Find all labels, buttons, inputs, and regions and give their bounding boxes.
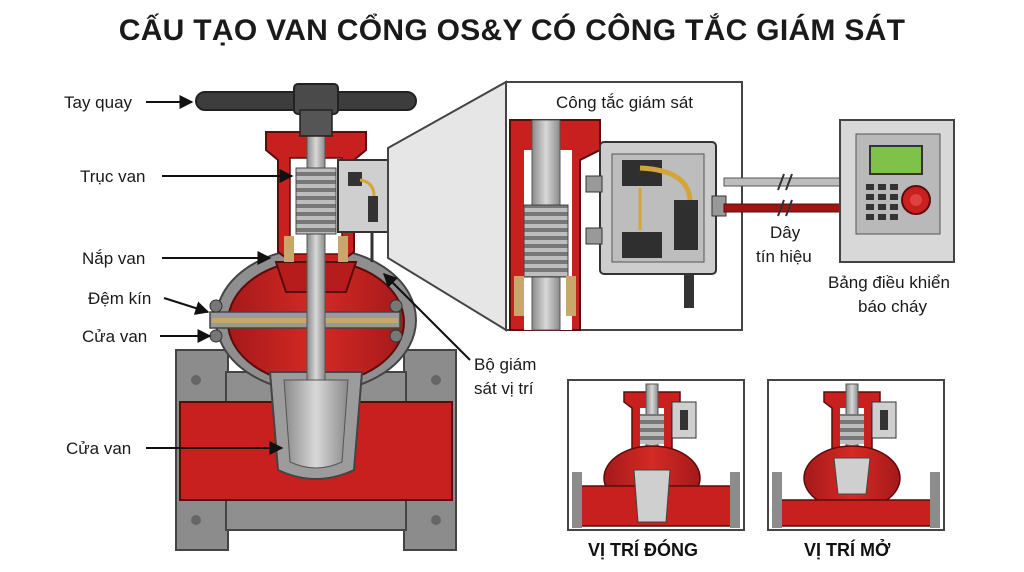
label-handwheel: Tay quay (64, 93, 133, 112)
fire-alarm-panel (839, 119, 955, 263)
handwheel (195, 83, 417, 137)
label-signal-wire-2: tín hiệu (756, 247, 812, 266)
position-monitor-small (337, 159, 389, 262)
switch-detail-panel: Công tắc giám sát (505, 81, 743, 331)
label-panel-1: Bảng điều khiển (828, 273, 950, 292)
label-open-position: VỊ TRÍ MỞ (804, 539, 891, 560)
left-labels: Tay quay Trục van Nắp van Đệm kín Cửa va… (64, 93, 294, 458)
label-bonnet: Nắp van (82, 249, 145, 268)
label-panel-2: báo cháy (858, 297, 927, 316)
label-stem: Trục van (80, 167, 146, 186)
label-closed-position: VỊ TRÍ ĐÓNG (588, 539, 698, 560)
label-position-monitor-2: sát vị trí (474, 379, 534, 398)
stem-thread (295, 167, 337, 235)
label-gate-lower: Cửa van (66, 439, 131, 458)
panel-keypad (866, 184, 898, 220)
open-position-view (767, 379, 945, 531)
closed-position-view (567, 379, 745, 531)
label-supervisory-switch: Công tắc giám sát (556, 93, 693, 112)
label-position-monitor-1: Bộ giám (474, 355, 536, 374)
main-valve (175, 83, 457, 551)
label-signal-wire-1: Dây (770, 223, 801, 242)
label-gasket: Đệm kín (88, 289, 151, 308)
valve-stem (306, 99, 326, 381)
diagram-title: CẤU TẠO VAN CỔNG OS&Y CÓ CÔNG TẮC GIÁM S… (118, 14, 906, 47)
label-gate-upper: Cửa van (82, 327, 147, 346)
